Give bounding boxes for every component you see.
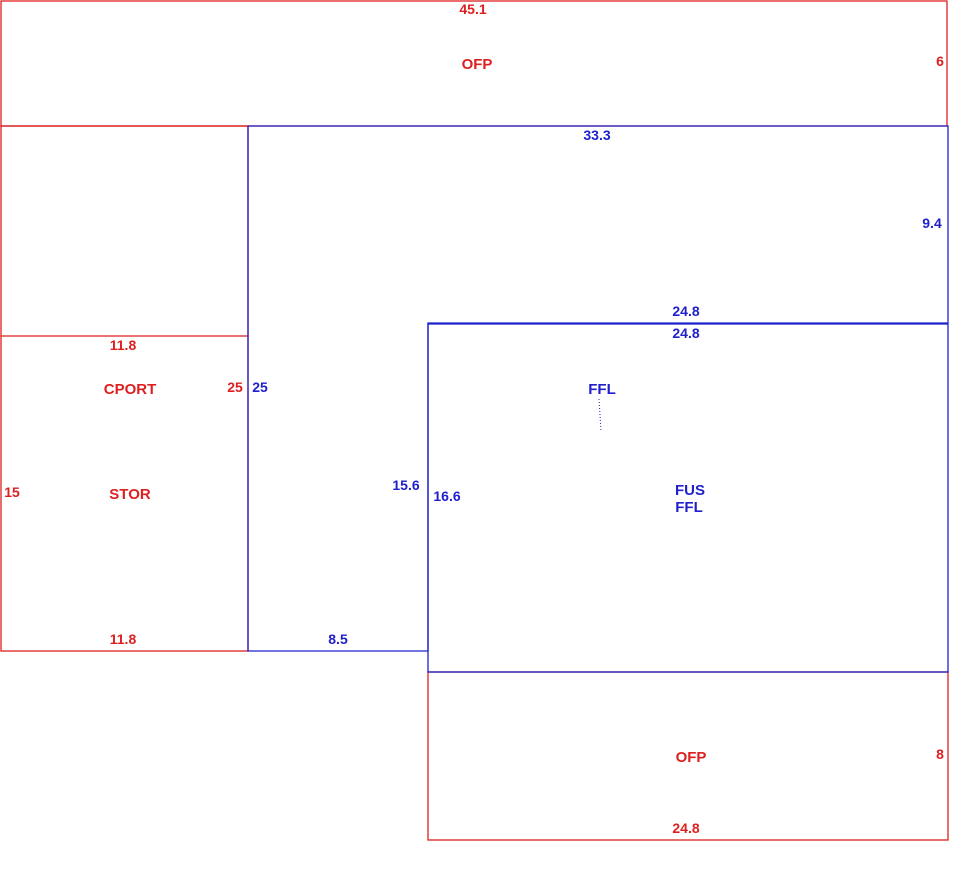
stor-label: STOR [109,486,151,503]
main-left-dim: 25 [252,379,268,395]
ffl-room-outline [427,323,949,673]
ffl-room-left-dim: 16.6 [433,488,460,504]
main-step-side-dim: 15.6 [392,477,419,493]
ffl-leader-line [598,398,602,432]
ofp-top-depth-label: 6 [936,53,944,69]
main-step-bottom-dim: 8.5 [328,631,348,647]
cport-top-dim: 11.8 [110,337,137,353]
cport-bottom-dim: 11.8 [110,631,137,647]
ofp-bottom-label: OFP [676,749,707,766]
fus-label: FUS [675,482,705,499]
main-bottom-dim: 24.8 [672,303,699,319]
stor-depth-dim: 15 [4,484,20,500]
ffl-label: FFL [588,381,616,398]
cport-height-dim: 25 [227,379,243,395]
ofp-bottom-depth-label: 8 [936,746,944,762]
main-upper-outline [247,125,949,652]
ofp-bottom-width-label: 24.8 [672,820,699,836]
fus-ffl-label: FFL [675,499,703,516]
main-top-dim: 33.3 [583,127,610,143]
ffl-room-top-dim: 24.8 [672,325,699,341]
ofp-top-width-label: 45.1 [459,1,486,17]
cport-label: CPORT [104,381,157,398]
main-right-dim: 9.4 [922,215,942,231]
ofp-top-label: OFP [462,56,493,73]
